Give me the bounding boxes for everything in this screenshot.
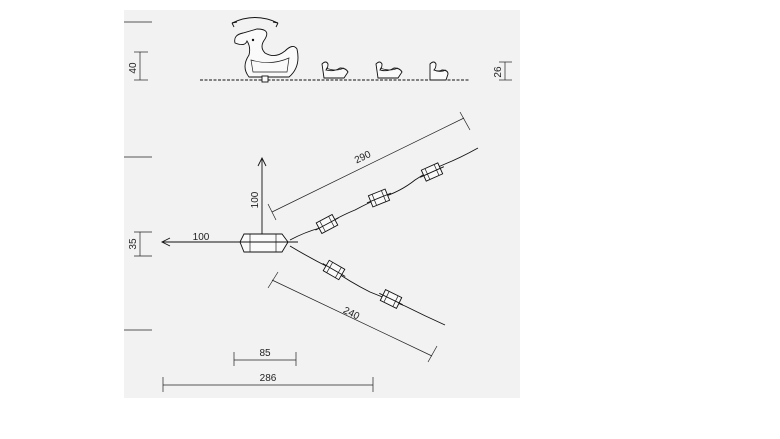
dimension-base-total: 286 [162, 373, 374, 392]
dimension-lower-arm: 240 [267, 271, 438, 363]
dimension-base-inner: 85 [233, 348, 297, 366]
plan-view: 100 100 35 [128, 111, 479, 392]
seat-icon [322, 259, 346, 281]
seat-icon [419, 162, 445, 182]
seat-icon [379, 289, 403, 309]
dimension-height-left: 40 [128, 51, 148, 81]
dimension-label: 85 [259, 348, 271, 359]
dimension-label: 100 [193, 232, 210, 243]
dimension-label: 35 [128, 238, 139, 250]
large-duck-icon [234, 28, 299, 83]
dimension-label: 240 [341, 305, 361, 322]
rotation-arrow-icon [231, 17, 279, 24]
dimension-label: 286 [260, 373, 277, 384]
left-guide-ticks [124, 21, 152, 331]
dimension-center-height: 35 [128, 231, 152, 257]
small-duck-icon [375, 61, 403, 79]
arrow-up-icon: 100 [250, 156, 267, 236]
seat-icon [366, 188, 392, 208]
dimension-height-right: 26 [493, 61, 512, 81]
small-duck-icon [429, 61, 449, 81]
dimension-label: 26 [493, 66, 504, 78]
drawing-panel [124, 10, 520, 398]
lower-arm-line [289, 245, 446, 326]
dimension-label: 40 [128, 62, 139, 74]
dimension-label: 100 [250, 191, 261, 208]
elevation-view: 40 26 [128, 17, 512, 83]
arrow-left-icon: 100 [160, 232, 242, 247]
seat-icon [315, 213, 339, 235]
small-duck-icon [321, 61, 349, 79]
central-seat-icon [238, 233, 298, 253]
